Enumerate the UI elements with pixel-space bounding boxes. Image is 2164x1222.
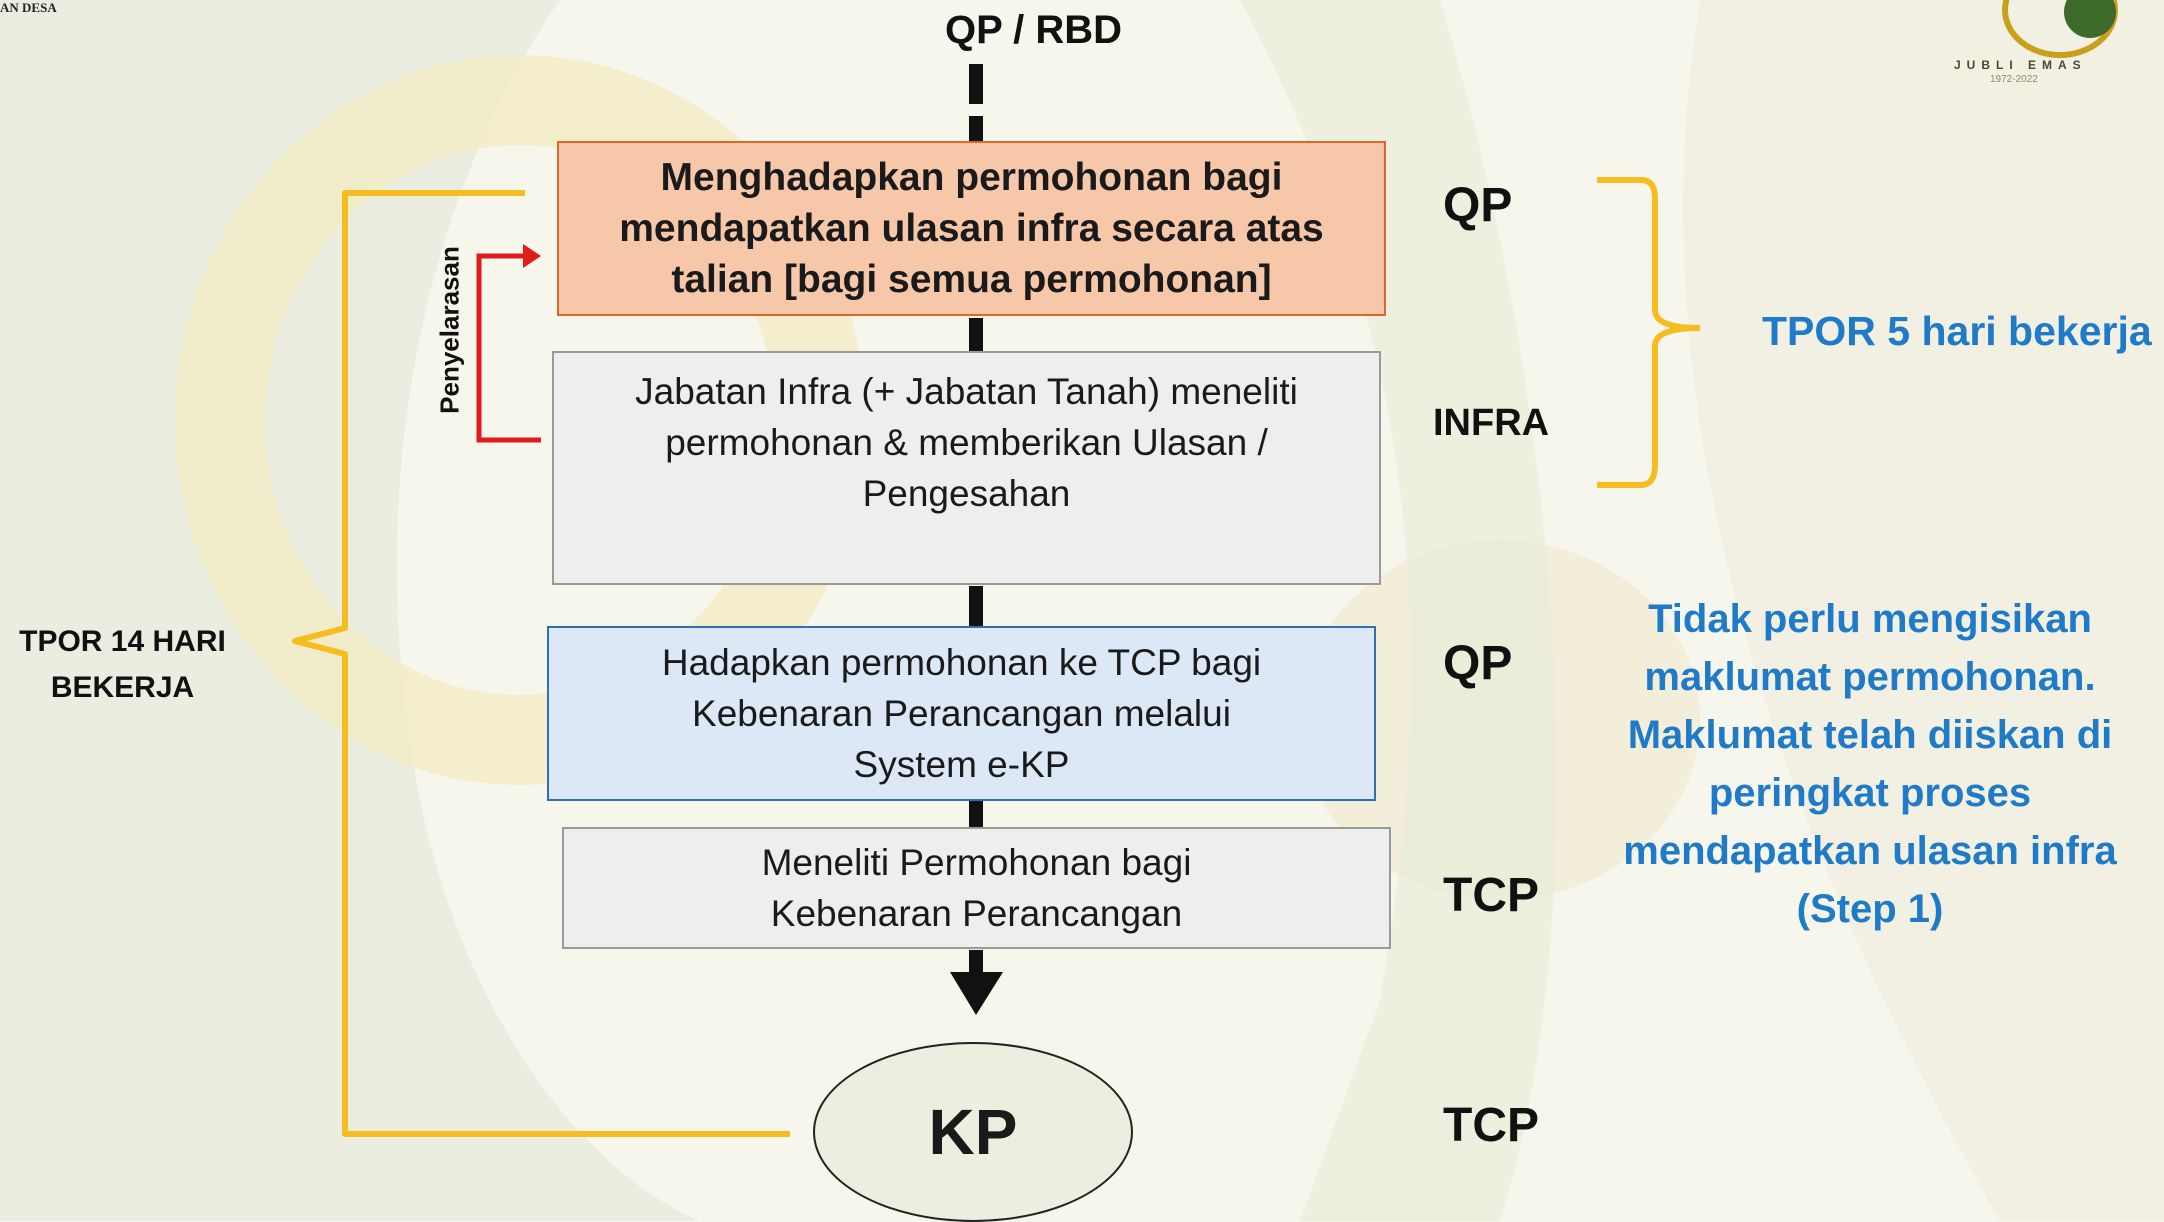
step-3-box: Hadapkan permohonan ke TCP bagi Kebenara… <box>547 626 1376 801</box>
step-2-line-1: Jabatan Infra (+ Jabatan Tanah) meneliti <box>635 370 1298 412</box>
tpor-right-label: TPOR 5 hari bekerja <box>1762 308 2152 354</box>
step-3-line-1: Hadapkan permohonan ke TCP bagi <box>661 642 1262 683</box>
step-4-box: Meneliti Permohonan bagi Kebenaran Peran… <box>562 827 1391 949</box>
logo-years: 1972-2022 <box>1990 74 2038 85</box>
kp-end-node: KP <box>813 1042 1133 1222</box>
top-label: QP / RBD <box>945 8 1123 52</box>
actor-end-node: TCP <box>1443 1099 1539 1152</box>
logo-label: JUBLI EMAS <box>1954 58 2087 72</box>
step-1-line-3: talian [bagi semua permohonan] <box>671 258 1272 301</box>
actor-step-1: QP <box>1443 179 1513 232</box>
step-3-line-3: System e-KP <box>853 744 1070 785</box>
step-2-line-2: permohonan & memberikan Ulasan / <box>665 421 1268 463</box>
actor-step-4: TCP <box>1443 869 1539 922</box>
actor-step-2: INFRA <box>1433 402 1550 444</box>
tpor-left-label: TPOR 14 HARI BEKERJA <box>0 619 245 711</box>
step-1-box: Menghadapkan permohonan bagi mendapatkan… <box>557 141 1386 316</box>
info-note: Tidak perlu mengisikan maklumat permohon… <box>1623 597 2117 931</box>
step-4-line-2: Kebenaran Perancangan <box>770 893 1183 934</box>
loop-label: Penyelarasan <box>434 246 465 414</box>
actor-step-3: QP <box>1443 637 1513 690</box>
step-4-line-1: Meneliti Permohonan bagi <box>761 842 1192 883</box>
tpor-left-line-1: TPOR 14 HARI <box>19 625 226 658</box>
step-1-line-1: Menghadapkan permohonan bagi <box>660 156 1283 199</box>
step-1-line-2: mendapatkan ulasan infra secara atas <box>619 207 1324 250</box>
step-2-line-3: Pengesahan <box>862 472 1071 514</box>
header-org-text: AN DESA <box>0 0 57 15</box>
tpor-left-line-2: BEKERJA <box>50 671 195 704</box>
step-2-box: Jabatan Infra (+ Jabatan Tanah) meneliti… <box>552 351 1381 585</box>
step-3-line-2: Kebenaran Perancangan melalui <box>692 693 1231 734</box>
